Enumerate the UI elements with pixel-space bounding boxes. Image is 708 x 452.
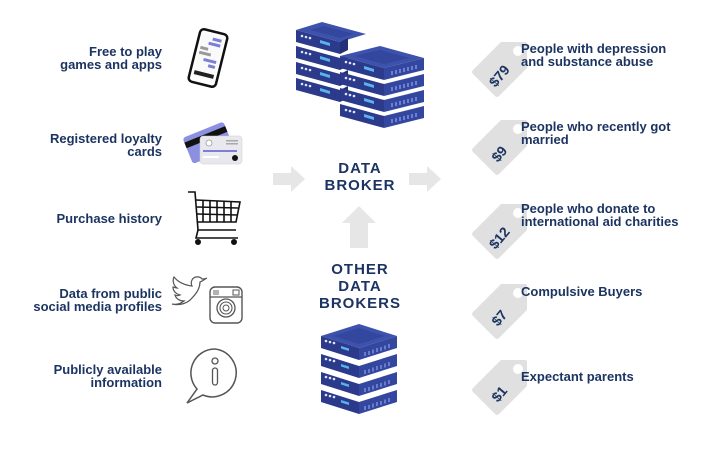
other-data-brokers-label: OTHER DATA BROKERS	[312, 261, 408, 312]
label-line: international aid charities	[521, 214, 679, 229]
label-line: married	[521, 132, 569, 147]
label-line: BROKERS	[318, 295, 401, 312]
source-label-loyalty-cards: Registered loyalty cards	[50, 132, 162, 158]
price-tag: $1	[467, 358, 529, 420]
source-label-social-media: Data from public social media profiles	[33, 287, 162, 313]
source-label-purchase-history: Purchase history	[57, 212, 163, 225]
label-line: Registered loyalty	[50, 131, 162, 146]
data-broker-server-stack-icon	[296, 22, 424, 129]
right-arrow-icon	[409, 166, 441, 192]
label-line: People who donate to	[521, 201, 656, 216]
price-tag-shape	[472, 204, 527, 259]
label-line: Expectant parents	[521, 369, 634, 384]
info-speech-bubble-icon	[186, 348, 237, 404]
label-line: Publicly available	[53, 362, 162, 377]
source-label-public-info: Publicly available information	[54, 363, 162, 389]
label-line: and substance abuse	[521, 54, 654, 69]
label-line: DATA	[338, 278, 382, 295]
label-line: Compulsive Buyers	[521, 284, 643, 299]
price-tag: $79	[467, 40, 529, 102]
price-tag-shape	[472, 284, 527, 339]
shopping-cart-icon	[188, 191, 241, 245]
price-tag: $7	[467, 282, 529, 344]
label-line: DATA	[338, 160, 382, 177]
price-tag: $12	[467, 202, 529, 264]
label-line: People who recently got	[521, 119, 671, 134]
segment-label: Compulsive Buyers	[521, 285, 642, 298]
up-arrow-icon	[342, 206, 376, 248]
label-line: Free to play	[89, 44, 162, 59]
source-label-free-games: Free to play games and apps	[60, 45, 162, 71]
price-tag-shape	[472, 120, 527, 175]
price-tag-shape	[472, 360, 527, 415]
label-line: Data from public	[59, 286, 162, 301]
label-line: cards	[127, 144, 162, 159]
label-line: games and apps	[60, 57, 162, 72]
smartphone-icon	[187, 28, 229, 88]
twitter-icon	[171, 276, 208, 306]
data-broker-label: DATA BROKER	[318, 160, 402, 194]
label-line: information	[90, 375, 163, 390]
server-unit	[296, 22, 366, 42]
right-arrow-icon	[273, 166, 305, 192]
label-line: Purchase history	[56, 211, 163, 226]
label-line: OTHER	[331, 261, 389, 278]
label-line: social media profiles	[33, 299, 162, 314]
segment-label: Expectant parents	[521, 370, 634, 383]
other-brokers-server-stack-icon	[321, 324, 398, 415]
label-line: People with depression	[521, 41, 667, 56]
instagram-icon	[209, 286, 243, 324]
credit-cards-icon	[183, 122, 243, 165]
label-line: BROKER	[324, 177, 396, 194]
price-tag-shape	[472, 42, 527, 97]
price-tag: $9	[467, 118, 529, 180]
